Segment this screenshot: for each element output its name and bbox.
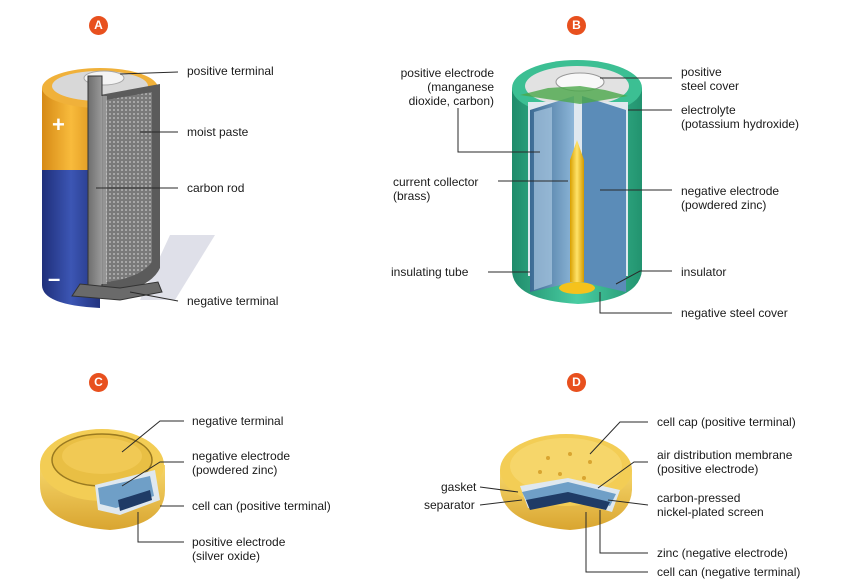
label-c-positive-electrode: positive electrode (silver oxide): [192, 535, 286, 563]
battery-d-art: [500, 434, 632, 530]
label-d-cell-can: cell can (negative terminal): [657, 565, 801, 579]
label-d-separator: separator: [424, 498, 475, 512]
badge-b: B: [567, 16, 586, 35]
battery-a-art: + –: [42, 68, 215, 308]
label-b-negative-electrode: negative electrode (powdered zinc): [681, 184, 780, 212]
label-b-insulating-tube: insulating tube: [391, 265, 469, 279]
plus-sign: +: [52, 112, 65, 137]
badge-a: A: [89, 16, 108, 35]
label-b-positive-steel-cover: positive steel cover: [681, 65, 740, 93]
label-b-insulator: insulator: [681, 265, 727, 279]
label-d-cell-cap: cell cap (positive terminal): [657, 415, 796, 429]
battery-c-art: [40, 429, 165, 530]
label-b-positive-electrode: positive electrode (manganese dioxide, c…: [400, 66, 494, 108]
label-d-zinc: zinc (negative electrode): [657, 546, 788, 560]
minus-sign: –: [48, 266, 60, 291]
label-a-negative-terminal: negative terminal: [187, 294, 279, 308]
badge-c: C: [89, 373, 108, 392]
label-b-electrolyte: electrolyte (potassium hydroxide): [681, 103, 800, 131]
leader-lines: [96, 71, 672, 573]
label-d-carbon-screen: carbon-pressed nickel-plated screen: [657, 491, 764, 519]
label-b-negative-steel-cover: negative steel cover: [681, 306, 788, 320]
label-d-air-membrane: air distribution membrane (positive elec…: [657, 448, 793, 476]
label-c-negative-electrode: negative electrode (powdered zinc): [192, 449, 291, 477]
label-c-negative-terminal: negative terminal: [192, 414, 284, 428]
label-b-current-collector: current collector (brass): [393, 175, 479, 203]
label-c-cell-can: cell can (positive terminal): [192, 499, 331, 513]
label-a-positive-terminal: positive terminal: [187, 64, 274, 78]
label-d-gasket: gasket: [441, 480, 477, 494]
battery-b-art: [512, 60, 642, 304]
badge-d: D: [567, 373, 586, 392]
label-a-moist-paste: moist paste: [187, 125, 249, 139]
label-a-carbon-rod: carbon rod: [187, 181, 245, 195]
